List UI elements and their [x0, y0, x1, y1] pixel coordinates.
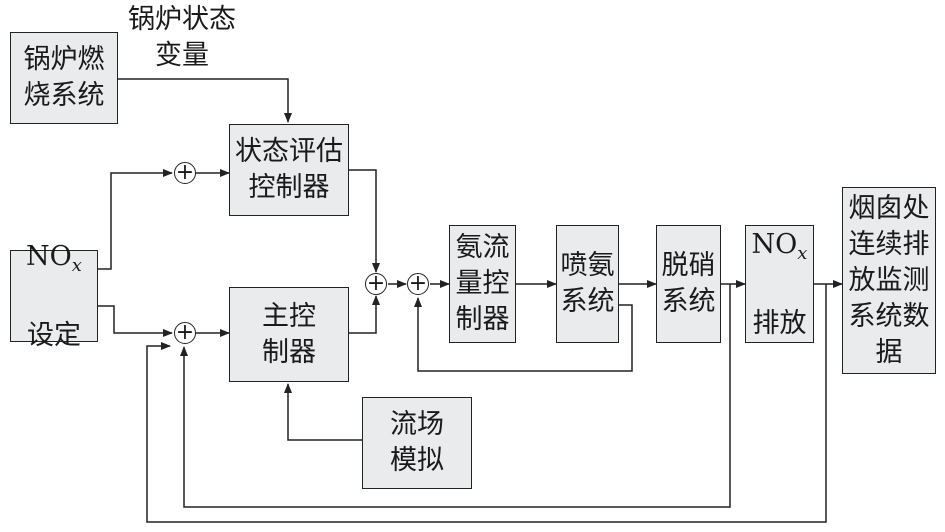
line-setpoint-to-sum-lower	[98, 305, 173, 337]
flow-field-simulation-label: 流场 模拟	[390, 409, 444, 476]
nox-emission-label: NOx 排放	[752, 192, 808, 377]
line-boiler-to-state	[118, 78, 292, 123]
nox-setpoint-no: NO	[26, 240, 72, 272]
nox-setpoint-label: NOx 设定	[26, 204, 82, 389]
flow-field-simulation-box: 流场 模拟	[362, 397, 472, 489]
boiler-combustion-system-label: 锅炉燃 烧系统	[23, 44, 105, 111]
denitration-system-box: 脱硝 系统	[656, 225, 721, 343]
cems-data-box: 烟囱处 连续排 放监测 系统数 据	[842, 187, 936, 374]
state-evaluation-controller-label: 状态评估 控制器	[235, 136, 343, 203]
line-setpoint-to-sum-upper	[98, 169, 173, 270]
summing-junction-lower: +	[174, 320, 196, 345]
ammonia-flow-controller-box: 氨流 量控 制器	[449, 225, 516, 343]
nox-setpoint-box: NOx 设定	[10, 241, 98, 351]
boiler-state-variable-label: 锅炉状态 变量	[128, 4, 236, 71]
line-feedback-emission	[180, 284, 731, 508]
summing-junction-middle: +	[365, 271, 387, 296]
ammonia-injection-system-box: 喷氨 系统	[556, 225, 619, 343]
ammonia-injection-system-label: 喷氨 系统	[560, 250, 615, 317]
summing-junction-inner: +	[407, 271, 429, 296]
nox-setpoint-subscript: x	[71, 254, 82, 276]
nox-emission-box: NOx 排放	[745, 225, 814, 343]
denitration-system-label: 脱硝 系统	[661, 250, 716, 317]
nox-setpoint-line2: 设定	[26, 319, 81, 351]
main-controller-label: 主控 制器	[262, 300, 316, 368]
ammonia-flow-controller-label: 氨流 量控 制器	[455, 232, 510, 335]
line-inner-feedback	[414, 297, 633, 372]
line-main-to-sum-mid	[349, 295, 380, 334]
summing-junction-upper: +	[174, 160, 196, 185]
nox-emission-no: NO	[751, 228, 798, 260]
nox-emission-line2: 排放	[752, 307, 807, 339]
boiler-combustion-system-box: 锅炉燃 烧系统	[10, 32, 118, 124]
cems-data-label: 烟囱处 连续排 放监测 系统数 据	[848, 192, 930, 368]
line-state-to-sum-mid	[349, 169, 380, 273]
line-feedback-cems	[146, 284, 827, 523]
state-evaluation-controller-box: 状态评估 控制器	[229, 124, 349, 216]
main-controller-box: 主控 制器	[229, 287, 349, 382]
nox-emission-subscript: x	[797, 242, 808, 264]
line-flowfield-to-main	[284, 383, 362, 441]
